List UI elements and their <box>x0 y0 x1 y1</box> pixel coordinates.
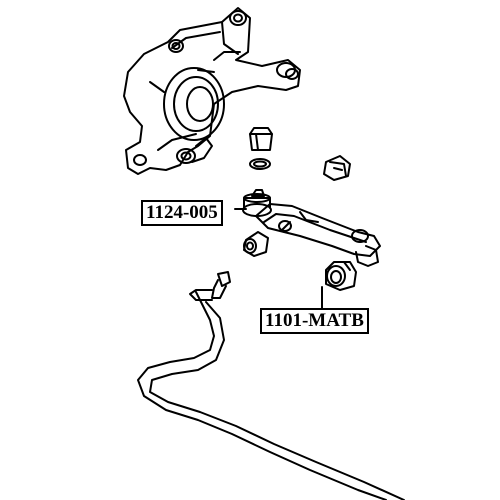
lower-control-arm <box>255 203 381 267</box>
bushing-nut <box>249 127 273 151</box>
rear-bushing <box>325 261 357 291</box>
o-ring <box>249 158 271 170</box>
ball-joint <box>242 189 272 217</box>
stabilizer-link <box>189 271 231 301</box>
part-number-label-bushing: 1101-MATB <box>260 308 369 334</box>
front-bushing <box>243 231 269 257</box>
hex-nut <box>323 155 351 181</box>
part-number-label-ball-joint: 1124-005 <box>141 200 223 226</box>
steering-knuckle <box>123 7 301 175</box>
stabilizer-bar <box>137 291 405 500</box>
